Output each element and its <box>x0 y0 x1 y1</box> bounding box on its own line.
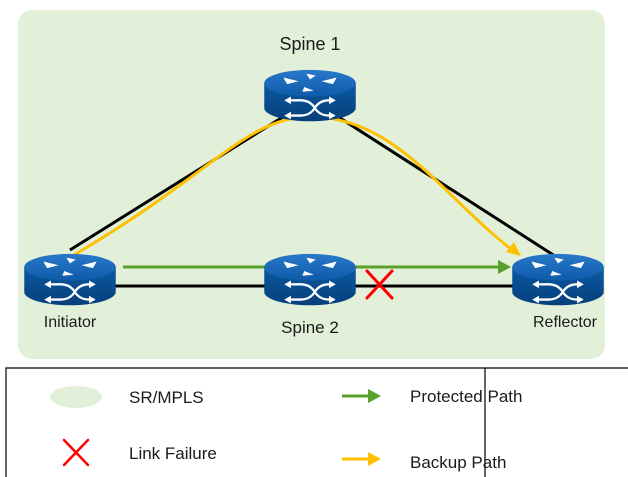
router-reflector-icon <box>511 252 605 307</box>
node-label-spine1: Spine 1 <box>279 34 340 54</box>
legend: SR/MPLS Link Failure Protected Path Back… <box>5 367 628 477</box>
legend-failure-icon <box>62 438 90 467</box>
node-label-reflector: Reflector <box>533 314 598 331</box>
sr-mpls-domain <box>18 10 605 359</box>
legend-border <box>5 367 628 477</box>
legend-failure-label: Link Failure <box>129 444 217 463</box>
legend-protected-arrow-head <box>368 389 381 403</box>
router-initiator-icon <box>23 252 117 307</box>
link-failure-icon <box>365 269 394 300</box>
legend-domain-label: SR/MPLS <box>129 388 204 407</box>
legend-domain-swatch <box>50 386 102 408</box>
node-label-initiator: Initiator <box>44 314 97 331</box>
backup-path-arrowhead <box>506 242 521 256</box>
node-label-spine2: Spine 2 <box>281 318 339 337</box>
legend-backup-arrow-head <box>368 452 381 466</box>
router-spine1-icon <box>263 68 357 123</box>
legend-protected-label: Protected Path <box>410 387 522 406</box>
protected-path-arrowhead <box>498 260 511 274</box>
legend-backup-label: Backup Path <box>410 453 506 472</box>
router-spine2-icon <box>263 252 357 307</box>
